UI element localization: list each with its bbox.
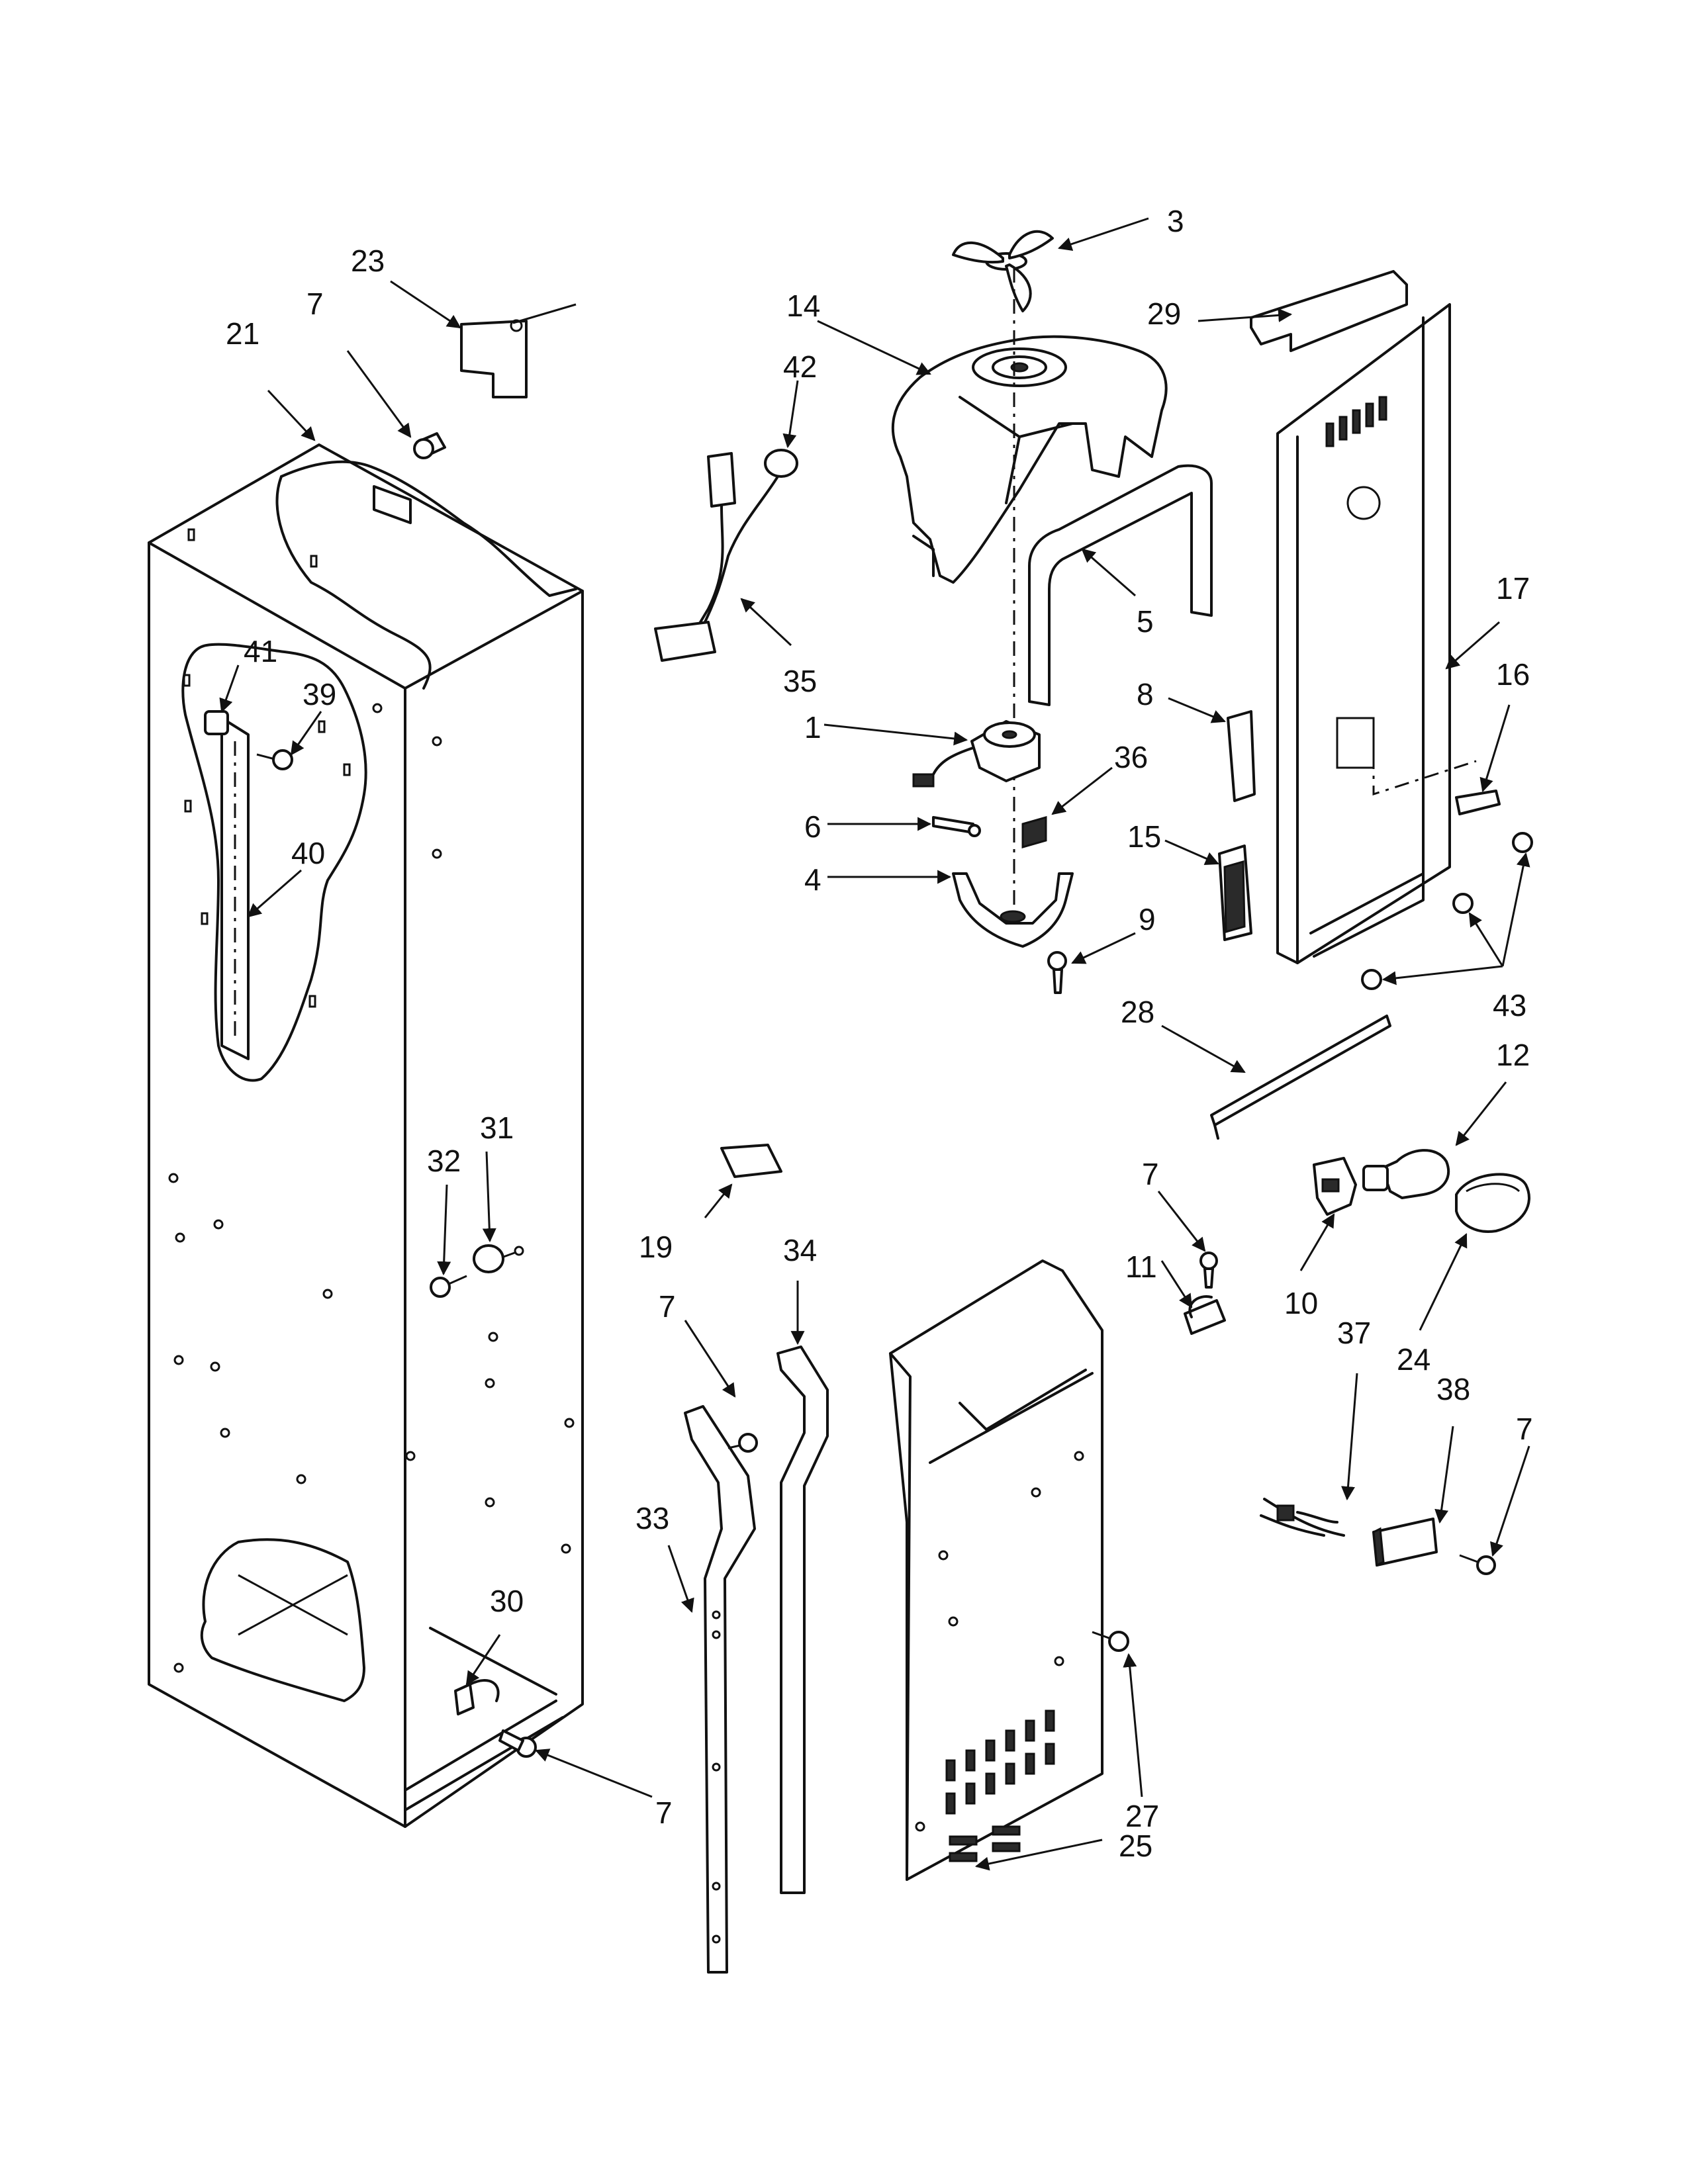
callout-1: 1 [804, 710, 821, 745]
wire-clip [1184, 1295, 1226, 1335]
callout-21: 21 [226, 316, 259, 351]
freezer-rear-panel [1276, 303, 1477, 964]
fan-blade-icon [952, 230, 1054, 312]
callout-7-top: 7 [306, 287, 324, 321]
callout-33: 33 [635, 1501, 669, 1535]
callout-6: 6 [804, 809, 821, 844]
screw-icon [498, 1729, 537, 1758]
label-19 [720, 1144, 782, 1178]
leader-lines [219, 217, 1530, 1871]
rail-33 [684, 1405, 756, 1974]
callout-35: 35 [783, 664, 817, 698]
wire-harness [654, 449, 798, 662]
callout-5: 5 [1137, 604, 1154, 639]
callout-36: 36 [1114, 740, 1148, 774]
callout-16: 16 [1496, 657, 1530, 692]
fan-shroud [891, 335, 1168, 584]
callout-12: 12 [1496, 1038, 1530, 1072]
light-bulb-icon [1362, 1149, 1450, 1199]
callout-7-bottom: 7 [655, 1796, 673, 1830]
vent-part-8 [1227, 710, 1256, 802]
callout-4: 4 [804, 862, 821, 897]
callout-19: 19 [639, 1230, 673, 1264]
callout-7-center: 7 [659, 1289, 676, 1324]
door-switch [1372, 1518, 1438, 1567]
callout-28: 28 [1121, 995, 1154, 1029]
callout-41: 41 [244, 634, 277, 668]
callout-42: 42 [783, 349, 817, 384]
screw-icon [1199, 1251, 1218, 1289]
screw-icon [1047, 951, 1067, 994]
callout-34: 34 [783, 1233, 817, 1267]
callout-3: 3 [1167, 204, 1184, 238]
callout-11: 11 [1125, 1250, 1157, 1284]
callout-31: 31 [480, 1111, 514, 1145]
callout-10: 10 [1284, 1286, 1318, 1320]
callout-15: 15 [1127, 819, 1161, 854]
callout-40: 40 [291, 836, 325, 870]
screw-icon [1361, 832, 1533, 990]
screw-icon [430, 1275, 467, 1298]
light-socket [1313, 1157, 1357, 1216]
screw-icon [413, 432, 446, 459]
fan-motor [912, 720, 1041, 788]
part-31-damper [473, 1244, 524, 1273]
motor-bracket [952, 872, 1074, 948]
callout-labels: 3 14 29 23 7 21 42 35 5 1 36 8 6 15 4 9 … [226, 204, 1533, 1863]
ground-strap [932, 816, 981, 837]
bracket-16 [1455, 790, 1501, 815]
screw-icon [1459, 1554, 1496, 1575]
callout-24: 24 [1397, 1342, 1430, 1377]
callout-37: 37 [1337, 1316, 1371, 1350]
callout-7-right: 7 [1516, 1412, 1533, 1446]
callout-38: 38 [1436, 1372, 1470, 1406]
callout-39: 39 [303, 677, 336, 711]
callout-27: 27 [1125, 1799, 1159, 1833]
screw-icon [727, 1433, 758, 1453]
callout-25: 25 [1119, 1829, 1152, 1863]
callout-17: 17 [1496, 571, 1530, 606]
callout-7-mid: 7 [1142, 1157, 1159, 1191]
part-23-bracket [460, 303, 577, 398]
vent-part-15 [1218, 844, 1252, 941]
screw-icon [256, 749, 293, 770]
light-cover [1455, 1173, 1530, 1233]
screw-icon [1092, 1631, 1129, 1652]
gasket [1028, 464, 1213, 706]
cabinet-liner [148, 443, 584, 1828]
callout-14: 14 [786, 289, 820, 323]
angle-strip [1210, 1015, 1391, 1140]
callout-43: 43 [1493, 988, 1526, 1023]
callout-32: 32 [427, 1144, 461, 1178]
callout-9: 9 [1139, 902, 1156, 936]
callout-23: 23 [351, 244, 385, 278]
callout-29: 29 [1147, 296, 1181, 331]
gasket-34 [776, 1345, 829, 1894]
part-41-clip [204, 710, 229, 735]
callout-30: 30 [490, 1584, 524, 1618]
top-rail [1250, 270, 1408, 352]
wire-lead [1260, 1498, 1345, 1537]
air-duct-cover [889, 1259, 1103, 1881]
callout-8: 8 [1137, 677, 1154, 711]
foam-pad [1021, 816, 1047, 848]
